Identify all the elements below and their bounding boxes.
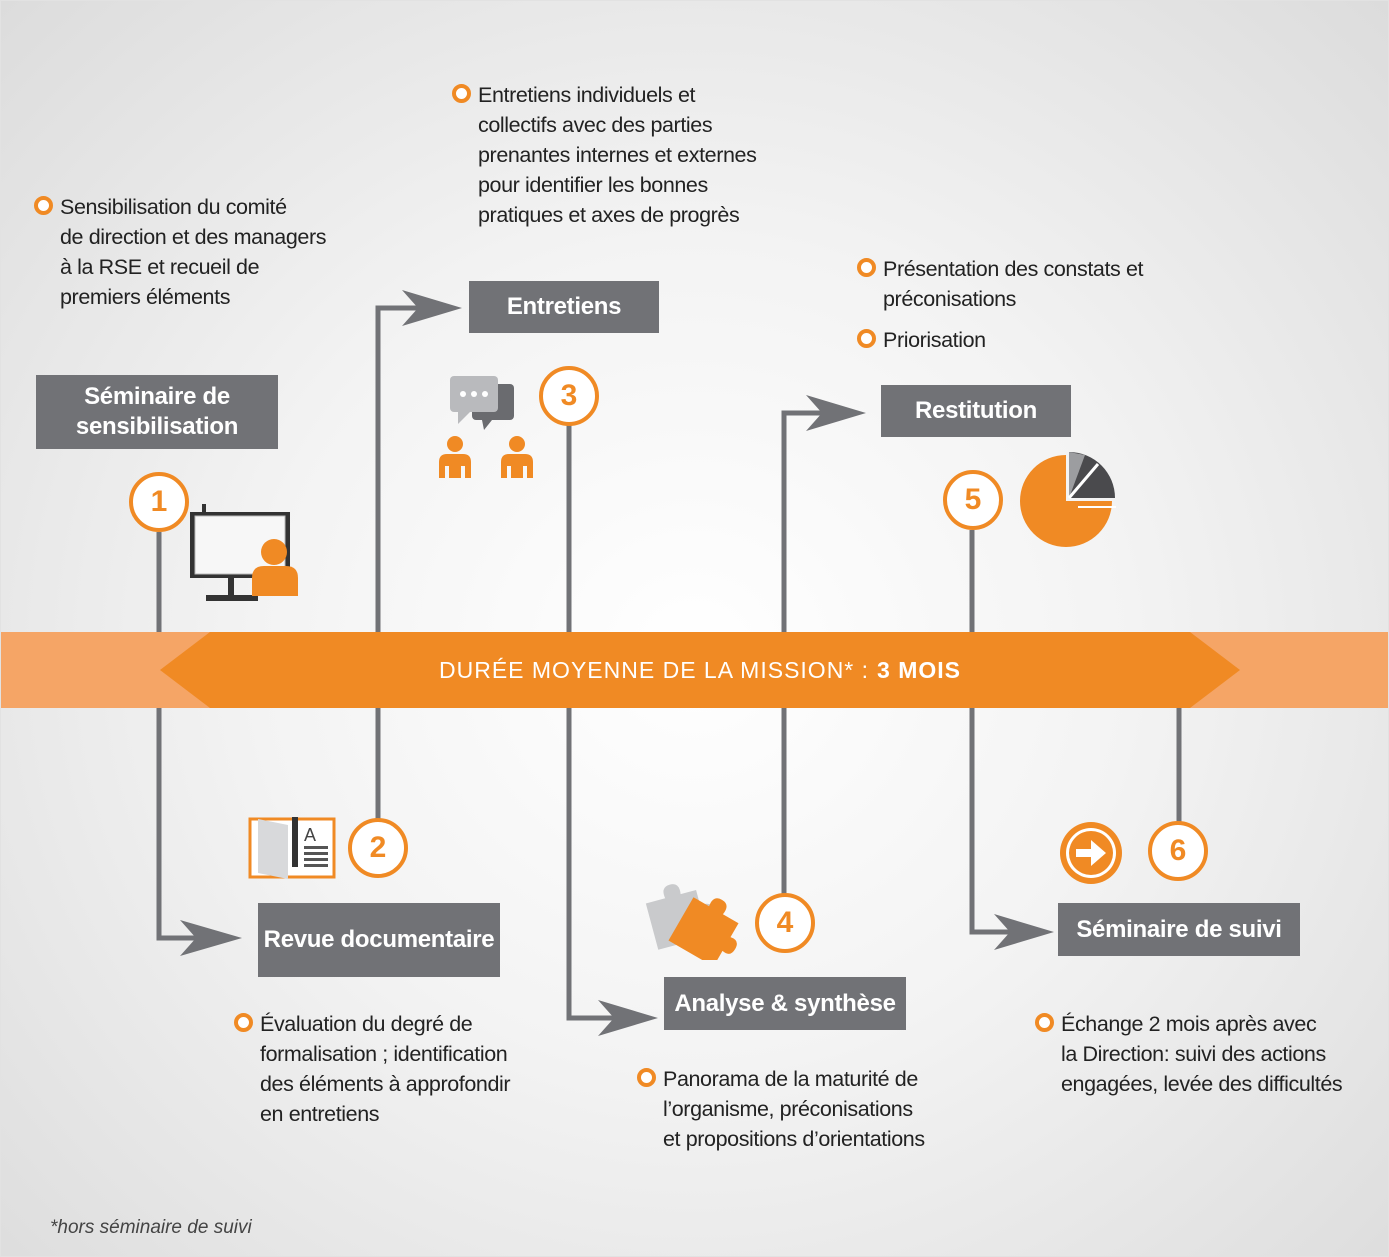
step-3-desc-line: pratiques et axes de progrès: [478, 203, 740, 227]
step-5-desc-line: préconisations: [883, 287, 1017, 311]
connector-3-bottom: [566, 708, 625, 1021]
arrowhead-4: [806, 395, 866, 431]
arrow-forward-icon: [1060, 822, 1122, 884]
arrowhead-2: [402, 290, 462, 326]
connector-1-bottom: [156, 708, 225, 941]
step-5-number: 5: [943, 470, 1003, 530]
step-3-desc-line: pour identifier les bonnes: [478, 173, 708, 197]
bullet-icon: [637, 1068, 656, 1087]
connector-2-top: [375, 305, 430, 632]
connector-5-bottom: [969, 708, 1020, 935]
svg-text:A: A: [304, 825, 316, 845]
step-1-desc-line: Sensibilisation du comité: [60, 195, 287, 219]
timeline-duration: 3 MOIS: [877, 656, 961, 683]
step-2-title-line1: Revue documentaire: [263, 926, 495, 953]
step-5-title: Restitution: [914, 397, 1038, 424]
step-2-box: Revue documentaire: [258, 903, 500, 977]
step-6-desc-line: Échange 2 mois après avec: [1061, 1012, 1317, 1036]
step-2-desc-line: en entretiens: [260, 1102, 380, 1126]
step-4-description: Panorama de la maturité de l’organisme, …: [637, 1064, 983, 1154]
step-4-desc-line: Panorama de la maturité de: [663, 1067, 918, 1091]
step-5-box: Restitution: [881, 385, 1071, 437]
bullet-icon: [857, 258, 876, 277]
step-1-number: 1: [129, 472, 189, 532]
bullet-icon: [452, 84, 471, 103]
step-3-desc-line: prenantes internes et externes: [478, 143, 757, 167]
step-6-box: Séminaire de suivi: [1058, 903, 1300, 956]
step-6-title: Séminaire de suivi: [1076, 915, 1282, 943]
step-6-desc-line: la Direction: suivi des actions: [1061, 1042, 1326, 1066]
puzzle-pieces-icon: [645, 884, 739, 960]
pie-chart-icon: [1020, 452, 1116, 547]
step-6-desc-line: engagées, levée des difficultés: [1061, 1072, 1343, 1096]
timeline-caption: DURÉE MOYENNE DE LA MISSION* :: [439, 656, 870, 683]
step-5-desc-line: Priorisation: [883, 328, 986, 352]
connector-4-top: [781, 410, 830, 632]
step-3-box: Entretiens: [469, 281, 659, 333]
step-4-number: 4: [755, 893, 815, 953]
step-6-description: Échange 2 mois après avec la Direction: …: [1035, 1009, 1381, 1099]
bullet-icon: [1035, 1013, 1054, 1032]
arrowhead-3: [598, 1000, 658, 1036]
step-3-number: 3: [539, 366, 599, 426]
step-4-desc-line: et propositions d’orientations: [663, 1127, 925, 1151]
step-4-desc-line: l’organisme, préconisations: [663, 1097, 913, 1121]
step-2-desc-line: formalisation ; identification: [260, 1042, 508, 1066]
arrowhead-5: [994, 914, 1054, 950]
arrowhead-1: [180, 920, 242, 956]
timeline-label: DURÉE MOYENNE DE LA MISSION* : 3 MOIS: [160, 632, 1240, 708]
step-3-desc-line: Entretiens individuels et: [478, 83, 696, 107]
step-1-title-line1: Séminaire de sensibilisation: [75, 383, 239, 440]
footnote: *hors séminaire de suivi: [50, 1217, 252, 1238]
step-6-number: 6: [1148, 821, 1208, 881]
step-1-desc-line: premiers éléments: [60, 285, 231, 309]
step-3-desc-line: collectifs avec des parties: [478, 113, 713, 137]
step-1-desc-line: à la RSE et recueil de: [60, 255, 260, 279]
step-5-description: Présentation des constats et préconisati…: [857, 254, 1213, 355]
step-2-number: 2: [348, 818, 408, 878]
bullet-icon: [234, 1013, 253, 1032]
chat-people-icon: [439, 376, 533, 478]
step-4-title: Analyse & synthèse: [674, 989, 896, 1017]
step-4-box: Analyse & synthèse: [664, 977, 906, 1030]
step-5-desc-line: Présentation des constats et: [883, 257, 1144, 281]
step-2-description: Évaluation du degré de formalisation ; i…: [234, 1009, 560, 1129]
step-2-desc-line: des éléments à approfondir: [260, 1072, 511, 1096]
document-book-icon: A: [248, 817, 336, 879]
step-3-description: Entretiens individuels et collectifs ave…: [452, 80, 808, 230]
step-1-desc-line: de direction et des managers: [60, 225, 327, 249]
step-2-desc-line: Évaluation du degré de: [260, 1012, 473, 1036]
bullet-icon: [34, 196, 53, 215]
presentation-board-icon: [190, 504, 298, 601]
step-1-description: Sensibilisation du comité de direction e…: [34, 192, 380, 312]
step-1-box: Séminaire de sensibilisation: [36, 375, 278, 449]
bullet-icon: [857, 329, 876, 348]
step-3-title: Entretiens: [506, 293, 622, 320]
